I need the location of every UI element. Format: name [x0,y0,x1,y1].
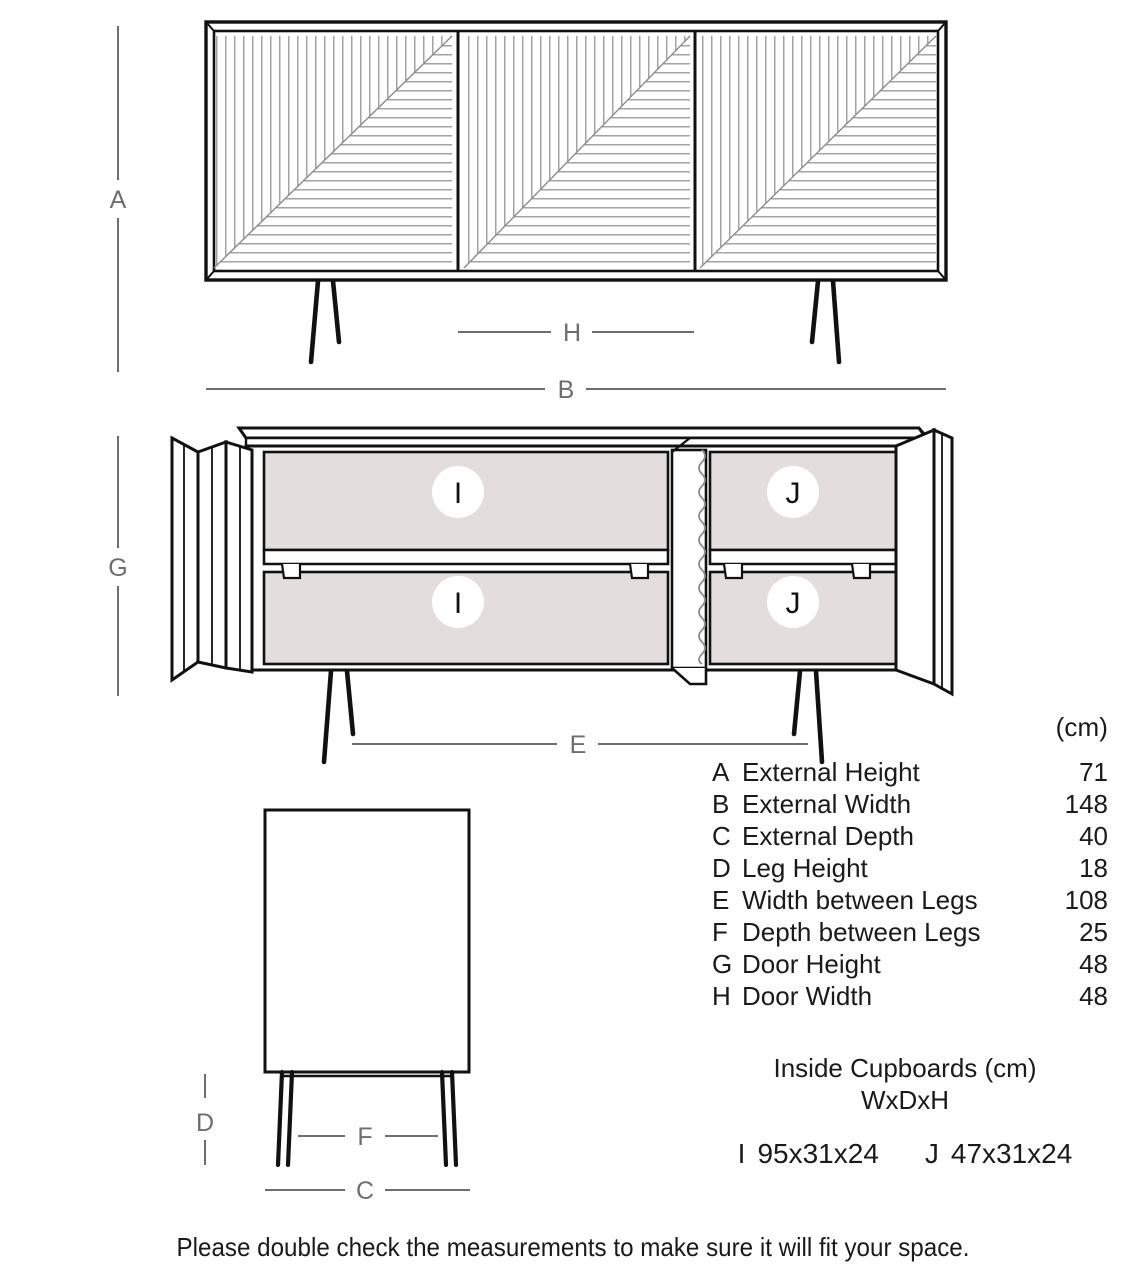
dimension-label: Door Width [742,981,873,1011]
badge-J-top: J [767,466,819,518]
dimension-marker-H: H [458,319,694,347]
front-view-closed [204,20,948,365]
unit-label: (cm) [1055,712,1108,742]
table-row: A External Height 71 [690,756,1120,788]
inside-key-J: J [924,1138,939,1169]
dimension-label: External Height [742,757,920,787]
dimension-label-H: H [563,319,581,347]
front-view-legs-left [308,278,342,365]
dimension-value: 18 [1079,853,1108,883]
side-view [263,808,471,1168]
dimension-label-F: F [357,1123,372,1151]
dimension-label-A: A [110,186,127,214]
dimension-key: A [712,757,730,787]
badge-label-J-top: J [786,477,801,510]
dimension-label: Depth between Legs [742,917,981,947]
inside-value-I: 95x31x24 [757,1138,879,1169]
dimension-key: C [712,821,731,851]
table-row: F Depth between Legs 25 [690,916,1120,948]
inside-cupboards-subtitle: WxDxH [860,1085,950,1115]
measurement-disclaimer: Please double check the measurements to … [176,1232,970,1262]
front-door-panel-left [213,35,453,269]
dimension-marker-F: F [298,1123,438,1151]
dimension-key: D [712,853,731,883]
front-door-panel-right [699,35,937,269]
dimension-label: Door Height [742,949,881,979]
dimension-marker-E: E [352,731,808,759]
inside-value-J: 47x31x24 [950,1138,1073,1169]
inside-cupboards-values: I 95x31x24 J 47x31x24 [690,1138,1120,1170]
inside-cupboards-section: Inside Cupboards (cm) WxDxH I 95x31x24 J… [690,1052,1120,1170]
centre-divider [670,437,708,686]
front-view-legs-right [809,278,842,365]
inside-key-I: I [737,1138,746,1169]
dimension-key: B [712,789,730,819]
badge-label-J-bottom: J [786,587,801,620]
inside-cupboards-title: Inside Cupboards (cm) [773,1053,1037,1083]
shelf-left [262,548,670,580]
dimension-label: External Depth [742,821,914,851]
dimension-key: H [712,981,731,1011]
dimension-label: External Width [742,789,912,819]
dimension-label-D: D [196,1109,214,1137]
dimension-label-B: B [558,376,575,404]
table-row: D Leg Height 18 [690,852,1120,884]
open-view-legs-left [321,668,356,765]
dimension-label: Leg Height [742,853,868,883]
opened-door-right [894,427,954,697]
dimension-marker-B: B [206,376,946,404]
dimension-marker-D: D [196,1074,214,1165]
front-door-panel-middle [463,35,691,269]
dimension-value: 40 [1079,821,1108,851]
open-view-legs-right [791,668,825,765]
dimension-marker-A: A [110,26,127,372]
badge-I-bottom: I [432,576,484,628]
table-row: B External Width 148 [690,788,1120,820]
dimension-label-C: C [356,1177,374,1205]
dimension-key: E [712,885,730,915]
table-row: G Door Height 48 [690,948,1120,980]
dimension-key: F [712,917,728,947]
dimension-value: 71 [1079,757,1108,787]
table-row: C External Depth 40 [690,820,1120,852]
dimension-marker-C: C [265,1177,470,1205]
dimension-value: 48 [1079,949,1108,979]
badge-I-top: I [432,466,484,518]
dimension-value: 48 [1079,981,1108,1011]
dimension-key: G [712,949,733,979]
badge-label-I-bottom: I [454,587,462,620]
badge-J-bottom: J [767,576,819,628]
dimension-value: 25 [1079,917,1108,947]
front-view-open: I I J J [170,426,954,765]
dimension-table: (cm) A External Height 71 B External Wid… [690,714,1120,1012]
opened-door-left [170,435,254,683]
dimension-label-G: G [108,554,127,582]
table-row: E Width between Legs 108 [690,884,1120,916]
dimension-label: Width between Legs [742,885,978,915]
dimension-label-E: E [570,731,587,759]
dimension-value: 148 [1064,789,1108,819]
dimension-value: 108 [1064,885,1108,915]
table-row: H Door Width 48 [690,980,1120,1012]
dimension-marker-G: G [108,436,128,696]
badge-label-I-top: I [454,477,462,510]
